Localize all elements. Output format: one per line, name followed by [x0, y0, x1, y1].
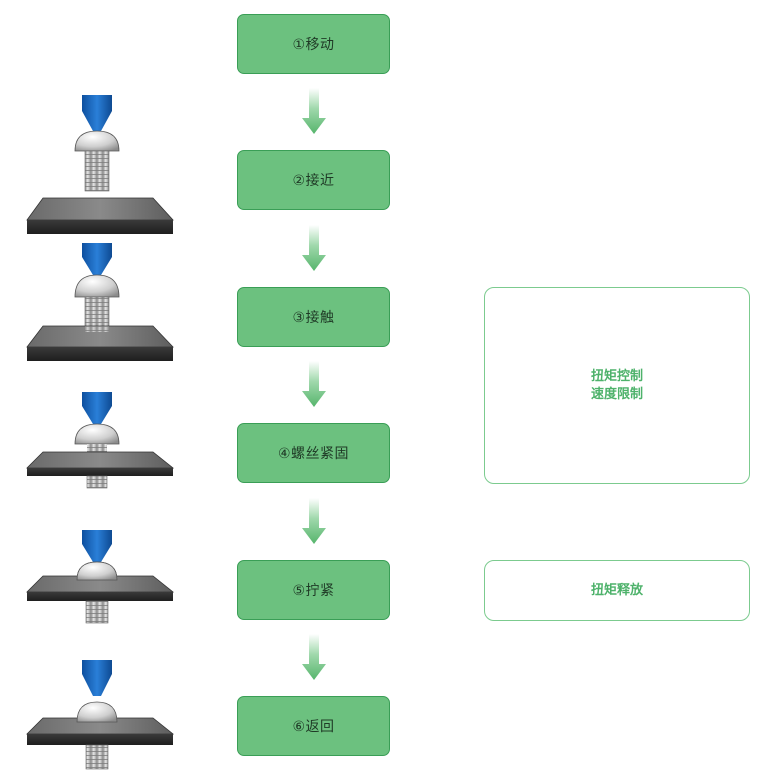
step-return: ⑥返回 [237, 696, 390, 756]
step-move: ①移动 [237, 14, 390, 74]
screw-fastening-icon [26, 392, 175, 489]
note-line-torque-release: 扭矩释放 [590, 582, 643, 598]
down-arrow-icon [302, 88, 326, 134]
step-approach: ②接近 [237, 150, 390, 210]
torque-control-note: 扭矩控制 速度限制 [484, 287, 750, 484]
step-label: ②接近 [292, 173, 335, 189]
step-label: ①移动 [292, 37, 335, 53]
step-tighten: ⑤拧紧 [237, 560, 390, 620]
down-arrow-icon [302, 634, 326, 680]
note-line-speed-limit: 速度限制 [590, 386, 643, 402]
step-label: ⑥返回 [292, 719, 335, 735]
screwdriver-return-icon [26, 660, 175, 770]
step-fastening: ④螺丝紧固 [237, 423, 390, 483]
step-contact: ③接触 [237, 287, 390, 347]
screwdriver-approaching-screw-icon [26, 95, 174, 234]
step-label: ④螺丝紧固 [277, 446, 350, 462]
down-arrow-icon [302, 498, 326, 544]
screwdriver-contact-screw-icon [26, 243, 174, 361]
down-arrow-icon [302, 361, 326, 407]
note-line-torque-control: 扭矩控制 [590, 368, 643, 384]
torque-release-note: 扭矩释放 [484, 560, 750, 621]
step-label: ③接触 [292, 310, 335, 326]
screw-tightened-icon [26, 530, 175, 624]
step-label: ⑤拧紧 [292, 583, 335, 599]
down-arrow-icon [302, 225, 326, 271]
